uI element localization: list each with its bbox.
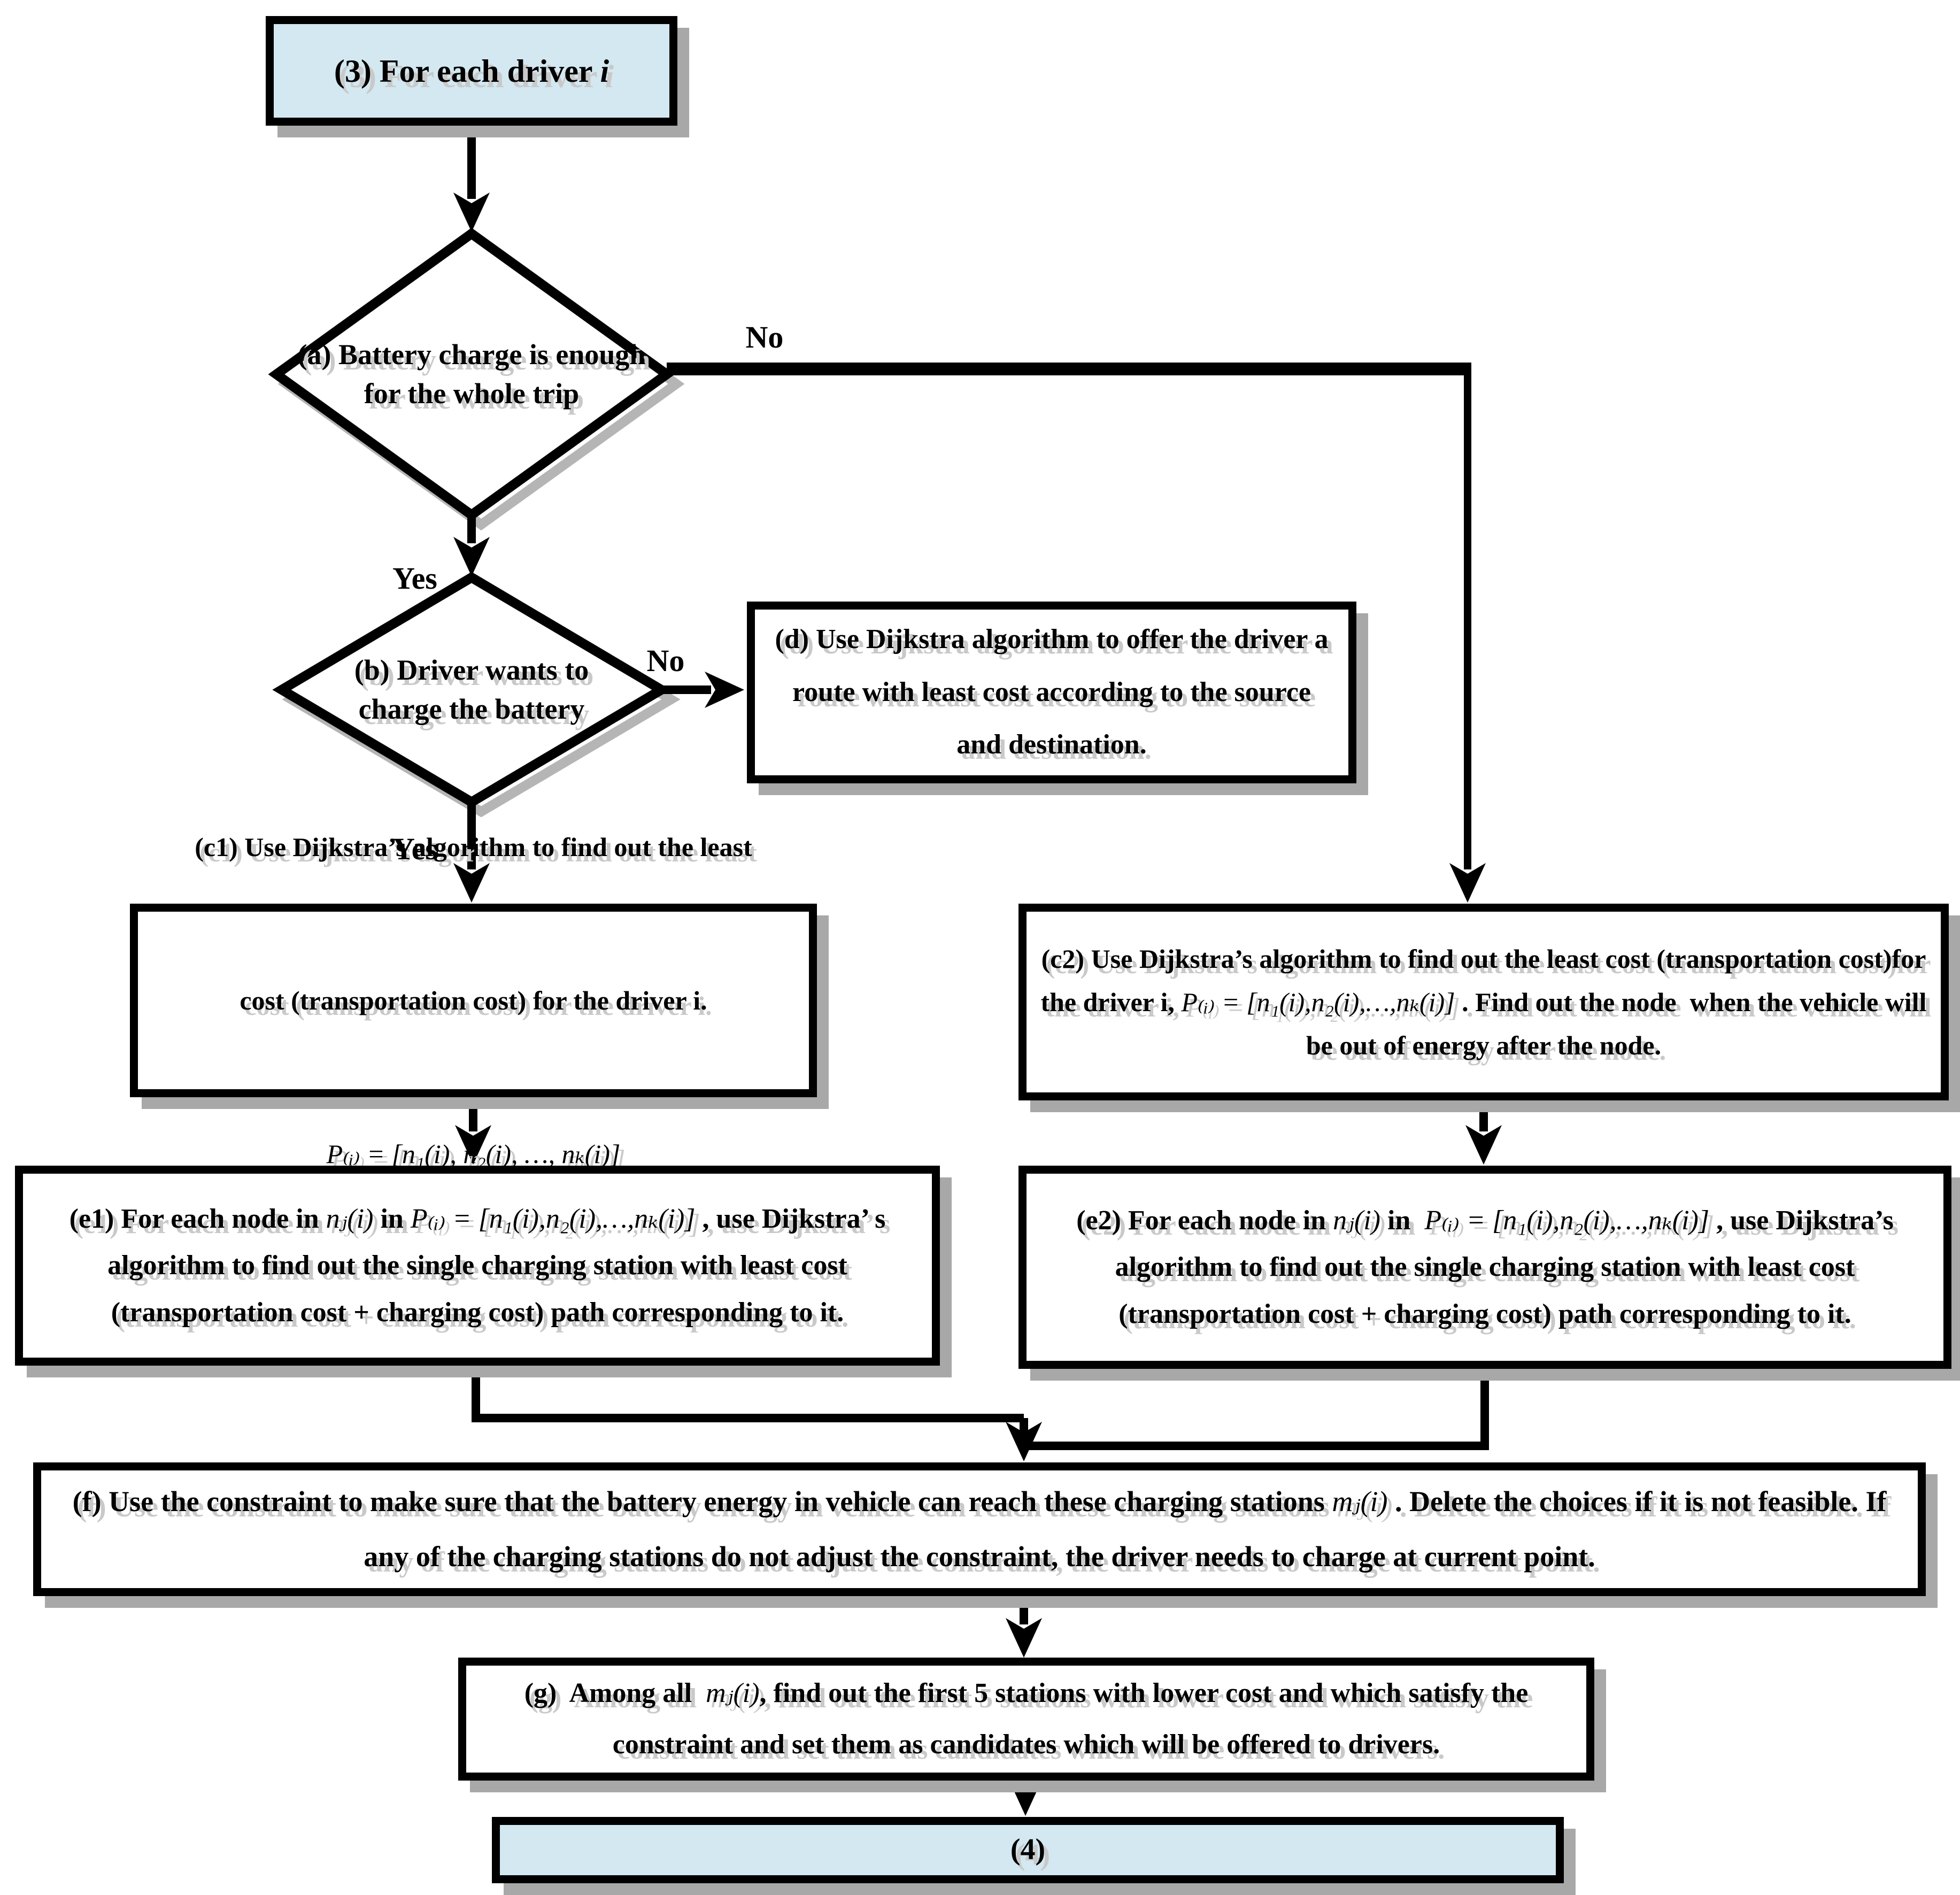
node-e2-formula-nj: nⱼ(i) [1333, 1205, 1380, 1236]
node-c2-formula: P₍ᵢ₎ = [n₁(i),n₂(i),…,nₖ(i)] [1181, 987, 1455, 1017]
edge-label-no-top: No [745, 319, 784, 355]
node-e2-text: (e2) For each node in nⱼ(i) in P₍ᵢ₎ = [n… [1027, 1197, 1943, 1337]
node-c1: (c1) Use Dijkstra’s algorithm to find ou… [130, 832, 817, 1169]
node-start: (3) For each driver i [266, 16, 677, 126]
node-e1-seg5: , use Dijkstra’ s algorithm to find out … [107, 1203, 893, 1328]
node-g-seg1: (g) Among all [524, 1677, 706, 1708]
connector-lines [467, 124, 1489, 1787]
node-g: (g) Among all mⱼ(i), find out the first … [458, 1658, 1594, 1781]
node-e2-seg3: in [1380, 1205, 1425, 1236]
diamond-a-shape [268, 227, 675, 521]
edge-label-yes-top: Yes [392, 560, 437, 596]
node-d-text: (d) Use Dijkstra algorithm to offer the … [775, 623, 1336, 760]
node-d: (d) Use Dijkstra algorithm to offer the … [747, 602, 1356, 783]
node-c2-seg3: . Find out the node when the vehicle wil… [1306, 987, 1934, 1060]
node-e2-formula-p: P₍ᵢ₎ = [n₁(i),n₂(i),…,nₖ(i)] [1424, 1205, 1710, 1236]
node-g-seg3: , find out the first 5 stations with low… [612, 1677, 1535, 1760]
node-c2: (c2) Use Dijkstra’s algorithm to find ou… [1018, 904, 1949, 1100]
edge-label-yes-bottom: Yes [392, 831, 437, 866]
node-e2-seg1: (e2) For each node in [1076, 1205, 1333, 1236]
node-e1: (e1) For each node in nⱼ(i) in P₍ᵢ₎ = [n… [15, 1166, 940, 1366]
node-f-seg3: . Delete the choices if it is not feasib… [364, 1485, 1894, 1573]
node-e2-seg5: , use Dijkstra’s algorithm to find out t… [1115, 1205, 1901, 1329]
decision-b-text: (b) Driver wants to charge the battery [354, 654, 589, 725]
node-c1-line2: cost (transportation cost) for the drive… [240, 985, 707, 1015]
node-e1-formula-nj: nⱼ(i) [326, 1203, 374, 1234]
diamond-b-shape [272, 572, 671, 808]
node-end-text: (4) [1010, 1833, 1046, 1867]
node-e1-seg3: in [373, 1203, 411, 1234]
node-g-formula-mj: mⱼ(i) [706, 1677, 760, 1708]
node-e1-seg1: (e1) For each node in [69, 1203, 326, 1234]
node-e2: (e2) For each node in nⱼ(i) in P₍ᵢ₎ = [n… [1018, 1166, 1951, 1369]
node-f: (f) Use the constraint to make sure that… [33, 1462, 1926, 1596]
decision-a-text: (a) Battery charge is enough for the who… [297, 338, 646, 410]
node-e1-text: (e1) For each node in nⱼ(i) in P₍ᵢ₎ = [n… [23, 1196, 932, 1336]
node-end: (4) [492, 1817, 1564, 1883]
node-c1-text: (c1) Use Dijkstra’s algorithm to find ou… [138, 723, 809, 1277]
node-e1-formula-p: P₍ᵢ₎ = [n₁(i),n₂(i),…,nₖ(i)] [410, 1203, 696, 1234]
node-c1-line1: (c1) Use Dijkstra’s algorithm to find ou… [195, 832, 752, 862]
node-g-text: (g) Among all mⱼ(i), find out the first … [466, 1668, 1586, 1770]
node-start-text: (3) For each driver i [274, 52, 669, 90]
node-c2-seg1: (c2) Use Dijkstra’s algorithm to find ou… [1040, 943, 1933, 1017]
arrowheads [453, 192, 1502, 1816]
node-c1-formula: P₍ᵢ₎ = [n₁(i), n₂(i), …, nₖ(i)] [326, 1138, 621, 1169]
edge-label-no-right: No [646, 643, 685, 678]
node-f-formula-mj: mⱼ(i) [1332, 1485, 1388, 1518]
start-label: (3) For each driver [334, 53, 600, 89]
node-f-seg1: (f) Use the constraint to make sure that… [72, 1485, 1332, 1518]
node-f-text: (f) Use the constraint to make sure that… [41, 1474, 1918, 1584]
start-label-emph: i [600, 53, 609, 89]
node-c2-text: (c2) Use Dijkstra’s algorithm to find ou… [1027, 937, 1941, 1067]
